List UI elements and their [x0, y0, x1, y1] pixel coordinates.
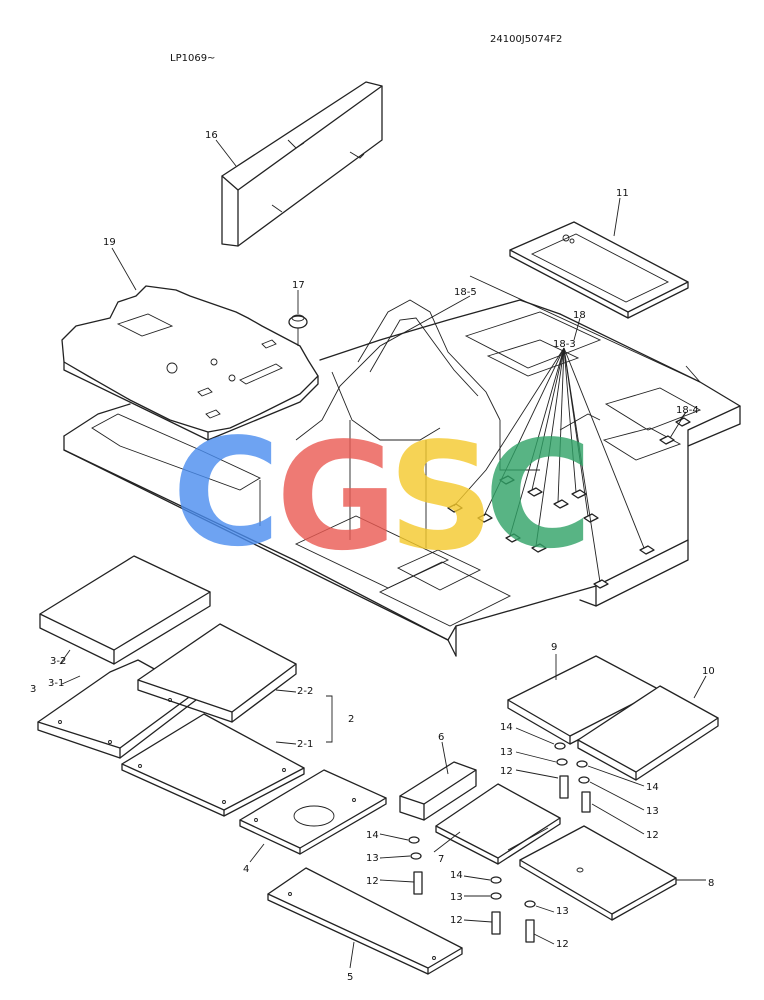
watermark-letter-c2: C	[484, 409, 593, 581]
callout-12-lower: 12	[556, 939, 569, 950]
callout-3-2: 3-2	[50, 656, 66, 667]
callout-7: 7	[438, 854, 444, 865]
callout-16: 16	[205, 130, 218, 141]
callout-10: 10	[702, 666, 715, 677]
rubber-mounts-18[interactable]	[447, 417, 691, 589]
bolt-12-icon	[525, 919, 535, 943]
part-11-cover-plate[interactable]	[509, 221, 689, 319]
bolt-12-icon	[491, 911, 501, 935]
callout-12-upper: 12	[500, 766, 513, 777]
callout-11: 11	[616, 188, 629, 199]
callout-2-2: 2-2	[297, 686, 313, 697]
watermark-letter-g: G	[276, 411, 397, 583]
cgsc-watermark: C G S C	[172, 407, 593, 583]
callout-14-left: 14	[366, 830, 379, 841]
callout-13-upper: 13	[500, 747, 513, 758]
fastener-sets[interactable]	[408, 742, 591, 943]
callout-18-5: 18-5	[454, 287, 477, 298]
part-2-1-lower-plate[interactable]	[121, 713, 305, 817]
part-7-plate[interactable]	[435, 783, 561, 865]
bracket-2	[326, 695, 333, 743]
callout-6: 6	[438, 732, 444, 743]
watermark-letter-c1: C	[172, 407, 281, 579]
bolt-12-icon	[413, 871, 423, 895]
washer-13-icon	[578, 776, 590, 784]
callout-13-lower: 13	[556, 906, 569, 917]
washer-13-icon	[556, 758, 568, 766]
callout-17: 17	[292, 280, 305, 291]
callout-12-right: 12	[646, 830, 659, 841]
bolt-12-icon	[581, 791, 591, 813]
callout-9: 9	[551, 642, 557, 653]
part-10-plate[interactable]	[577, 685, 719, 781]
part-19-floor-plate[interactable]	[61, 285, 319, 441]
callout-8: 8	[708, 878, 714, 889]
washer-14-icon	[408, 836, 420, 844]
washer-13-icon	[410, 852, 422, 860]
part-16-floor-mat[interactable]	[221, 81, 383, 247]
part-3-2-upper-cover[interactable]	[39, 555, 211, 665]
callout-4: 4	[243, 864, 249, 875]
callout-14-upper: 14	[500, 722, 513, 733]
part-2-2-upper-cover[interactable]	[137, 623, 297, 723]
callout-18-4: 18-4	[676, 405, 699, 416]
washer-13-icon	[490, 892, 502, 900]
callout-13-right: 13	[646, 806, 659, 817]
bolt-12-icon	[559, 775, 569, 799]
callout-5: 5	[347, 972, 353, 983]
callout-12-mid: 12	[450, 915, 463, 926]
callout-13-left: 13	[366, 853, 379, 864]
callout-labels: 16 11 19 17 18-5 18 18-3 18-4 3-2 3 3-1 …	[30, 130, 715, 983]
callout-14-right: 14	[646, 782, 659, 793]
part-5-long-plate[interactable]	[267, 867, 463, 975]
callout-18-3: 18-3	[553, 339, 576, 350]
lower-leader-lines	[59, 649, 707, 969]
callout-12-left: 12	[366, 876, 379, 887]
callout-14-mid: 14	[450, 870, 463, 881]
washer-14-icon	[576, 760, 588, 768]
callout-19: 19	[103, 237, 116, 248]
part-8-plate[interactable]	[519, 825, 677, 921]
callout-18: 18	[573, 310, 586, 321]
part-6-bracket[interactable]	[399, 761, 477, 821]
serial-note: LP1069~	[170, 53, 215, 64]
callout-13-mid: 13	[450, 892, 463, 903]
washer-14-icon	[490, 876, 502, 884]
callout-2: 2	[348, 714, 354, 725]
callout-3-1: 3-1	[48, 678, 64, 689]
callout-3: 3	[30, 684, 36, 695]
callout-2-1: 2-1	[297, 739, 313, 750]
leader-lines	[111, 139, 701, 583]
washer-14-icon	[554, 742, 566, 750]
washer-13-icon	[524, 900, 536, 908]
part-17-grommet[interactable]	[288, 314, 308, 346]
drawing-number: 24100J5074F2	[490, 34, 562, 45]
part-4-plate-with-hole[interactable]	[239, 769, 387, 855]
watermark-letter-s: S	[388, 411, 495, 583]
